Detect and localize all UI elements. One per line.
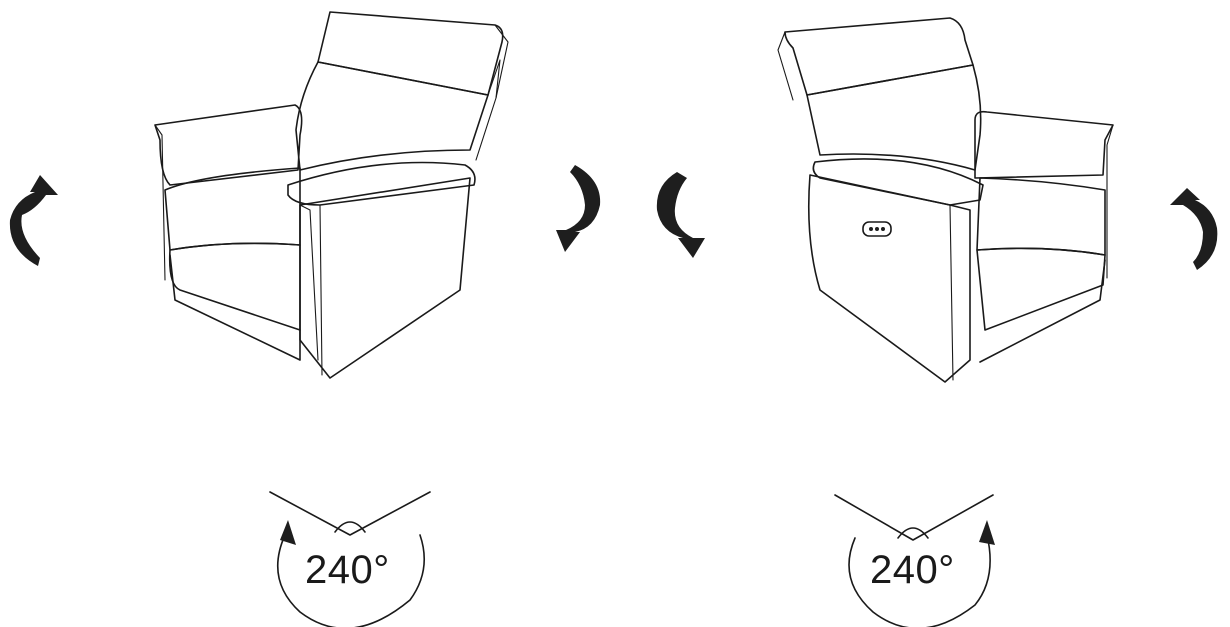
rotation-arc-arrow-icon (277, 534, 426, 627)
angle-indicator-left (269, 491, 431, 627)
recliner-left-drawing (9, 11, 601, 627)
recliner-chair-right (777, 17, 1114, 383)
rotate-arrow-clockwise-icon (556, 165, 601, 252)
rotation-angle-label: 240° (870, 548, 955, 592)
rotation-arc-arrow-icon (848, 534, 991, 627)
rotate-arrow-counterclockwise-icon (656, 172, 705, 258)
rotate-arrow-counterclockwise-icon (9, 175, 58, 266)
rotation-angle-label: 240° (305, 548, 390, 592)
recliner-view-right: 240° (615, 0, 1230, 627)
angle-indicator-right (834, 494, 995, 627)
rotate-arrow-clockwise-icon (1170, 188, 1218, 270)
recliner-chair-left (154, 11, 509, 379)
recliner-view-left: 240° (9, 11, 601, 627)
power-button-icon (862, 221, 892, 237)
recliner-right-drawing (656, 17, 1218, 627)
